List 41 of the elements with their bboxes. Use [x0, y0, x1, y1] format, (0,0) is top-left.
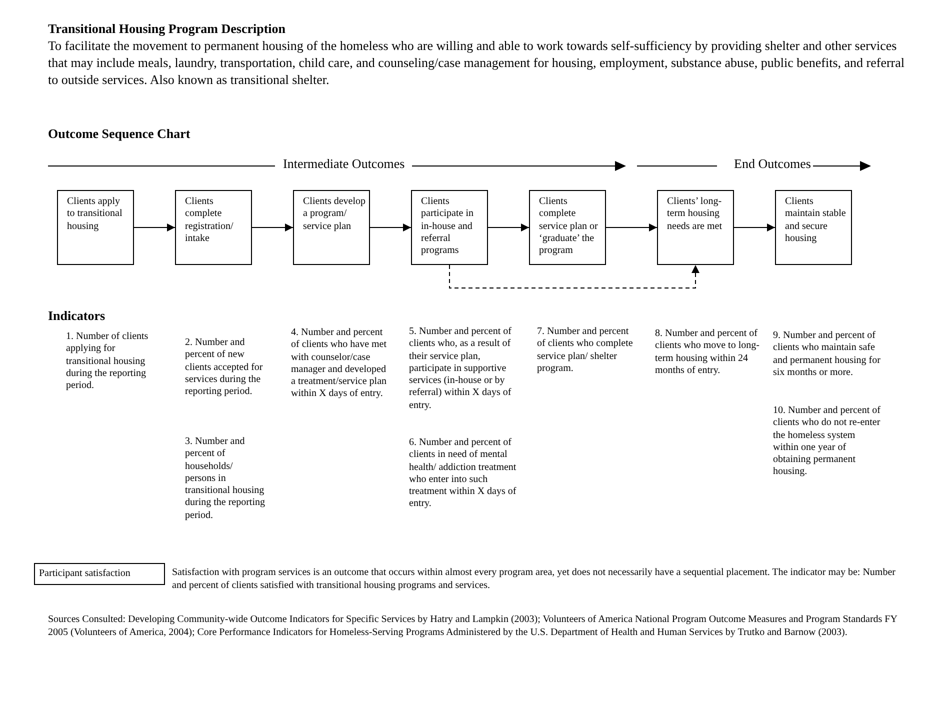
sources-text: Sources Consulted: Developing Community-wide Outcome Indicators for Specific Services by Hatry and Lampkin (2003); Volunteers of America National Program Outcome Measures and Program Standards FY 2005 (Volunteers of America, 2004); Core Performance Indicators for Homeless-Serving Programs Administered by the U.S. Department of Health and Human Services by Trutko and Barnow (2003).: [48, 613, 898, 639]
section-heading: Indicators: [48, 308, 106, 324]
description-paragraph: To facilitate the movement to permanent housing of the homeless who are willing and able to work towards self-sufficiency by providing shelter and other services that may include meals, laundry, transportation, child care, and counseling/case management for housing, employment, substance abuse, public benefits, and referral to outside services. Also known as transitional shelter.: [48, 37, 906, 88]
arrow: [488, 224, 530, 232]
indicator-text: 1. Number of clients applying for transitional housing during the reporting period.: [66, 331, 150, 392]
process-box: [175, 190, 252, 265]
dashed-arrow: [449, 264, 700, 288]
process-box: [57, 190, 134, 265]
indicator-text: 4. Number and percent of clients who have met with counselor/case manager and developed a treatment/service plan within X days of entry.: [291, 327, 388, 401]
box-label: Clients maintain stable and secure housing: [785, 196, 847, 246]
box-label: Clients’ long-term housing needs are met: [667, 196, 723, 233]
indicator-text: 8. Number and percent of clients who move to long-term housing within 24 months of entry.: [655, 328, 760, 378]
process-box: [411, 190, 488, 265]
note-text: Satisfaction with program services is an outcome that occurs within almost every program area, yet does not necessarily have a sequential placement. The indicator may be: Number and percent of clients satisfied with transitional housing programs and services.: [172, 566, 896, 592]
indicator-text: 5. Number and percent of clients who, as a result of their service plan, participate in supportive services (in-house or by referral) within X days of entry.: [409, 326, 512, 412]
box-label: Participant satisfaction: [39, 568, 132, 580]
arrow: [134, 224, 176, 232]
indicator-text: 7. Number and percent of clients who complete service plan/ shelter program.: [537, 326, 634, 376]
box-label: Clients participate in in-house and referral programs: [421, 196, 474, 258]
phase-label: Intermediate Outcomes: [283, 156, 406, 172]
arrow: [606, 224, 658, 232]
indicator-text: 3. Number and percent of households/ persons in transitional housing during the reporting period.: [185, 436, 265, 522]
indicator-text: 10. Number and percent of clients who do not re-enter the homeless system within one year of obtaining permanent housing.: [773, 405, 882, 479]
indicator-text: 9. Number and percent of clients who maintain safe and permanent housing for six months or more.: [773, 330, 882, 380]
box-label: Clients complete service plan or ‘graduate’ the program: [539, 196, 599, 258]
arrow: [370, 224, 412, 232]
process-box: [34, 563, 165, 585]
title: Transitional Housing Program Description: [48, 21, 286, 37]
process-box: [529, 190, 606, 265]
box-label: Clients develop a program/ service plan: [303, 196, 366, 233]
section-heading: Outcome Sequence Chart: [48, 126, 192, 142]
process-box: [293, 190, 370, 265]
process-box: [775, 190, 852, 265]
phase-label: End Outcomes: [734, 156, 812, 172]
process-box: [657, 190, 734, 265]
indicator-text: 6. Number and percent of clients in need of mental health/ addiction treatment who enter into such treatment within X days of entry.: [409, 437, 518, 511]
box-label: Clients apply to transitional housing: [67, 196, 124, 233]
arrow: [252, 224, 294, 232]
indicator-text: 2. Number and percent of new clients accepted for services during the reporting period.: [185, 337, 264, 398]
arrow: [734, 224, 776, 232]
box-label: Clients complete registration/ intake: [185, 196, 234, 246]
